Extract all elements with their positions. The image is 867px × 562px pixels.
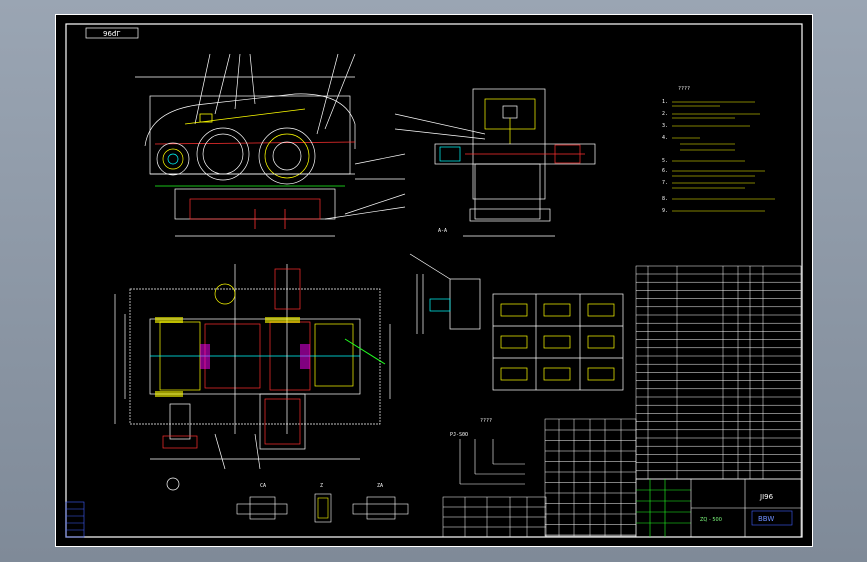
section-label: A-A bbox=[438, 228, 447, 234]
side-view bbox=[394, 88, 596, 237]
detail-view bbox=[409, 253, 481, 334]
svg-text:1.: 1. bbox=[662, 99, 668, 105]
tech-table bbox=[544, 418, 637, 537]
title-block bbox=[635, 478, 802, 538]
revision-box bbox=[65, 501, 85, 538]
spec-bracket bbox=[459, 439, 525, 485]
corner-tag-box bbox=[85, 27, 139, 39]
view-label-za: ZA bbox=[377, 483, 383, 489]
small-table-title: ???? bbox=[480, 418, 492, 424]
inner-frame bbox=[65, 23, 803, 538]
plan-accents bbox=[155, 317, 386, 397]
cad-drawing: 96đΓ bbox=[55, 14, 813, 547]
notes-block: 1. 2. 3. 4. 5. 6. 7. 8. 9. bbox=[662, 99, 775, 214]
svg-text:4.: 4. bbox=[662, 135, 668, 141]
spec-label: PJ-S0O bbox=[450, 432, 468, 438]
svg-text:7.: 7. bbox=[662, 180, 668, 186]
drawing-code: JI96 bbox=[759, 493, 774, 501]
corner-tag: 96đΓ bbox=[103, 30, 120, 38]
plan-view bbox=[114, 264, 391, 491]
parts-list bbox=[635, 265, 802, 480]
product-name: ZQ - 500 bbox=[700, 517, 722, 523]
svg-text:9.: 9. bbox=[662, 208, 668, 214]
svg-text:3.: 3. bbox=[662, 123, 668, 129]
view-label-z: Z bbox=[320, 483, 323, 489]
front-view bbox=[135, 53, 406, 237]
company-logo: BBW bbox=[758, 515, 774, 523]
svg-text:6.: 6. bbox=[662, 168, 668, 174]
svg-text:2.: 2. bbox=[662, 111, 668, 117]
svg-text:8.: 8. bbox=[662, 196, 668, 202]
bottom-parts bbox=[236, 493, 409, 523]
notes-title: ???? bbox=[678, 86, 690, 92]
drawing-sheet: 96đΓ bbox=[55, 14, 813, 547]
front-view-accents bbox=[155, 108, 345, 229]
section-grid bbox=[492, 293, 624, 391]
svg-text:5.: 5. bbox=[662, 158, 668, 164]
small-title-grid bbox=[442, 496, 547, 538]
outer-frame bbox=[55, 14, 813, 547]
view-label-ca: CA bbox=[260, 483, 266, 489]
